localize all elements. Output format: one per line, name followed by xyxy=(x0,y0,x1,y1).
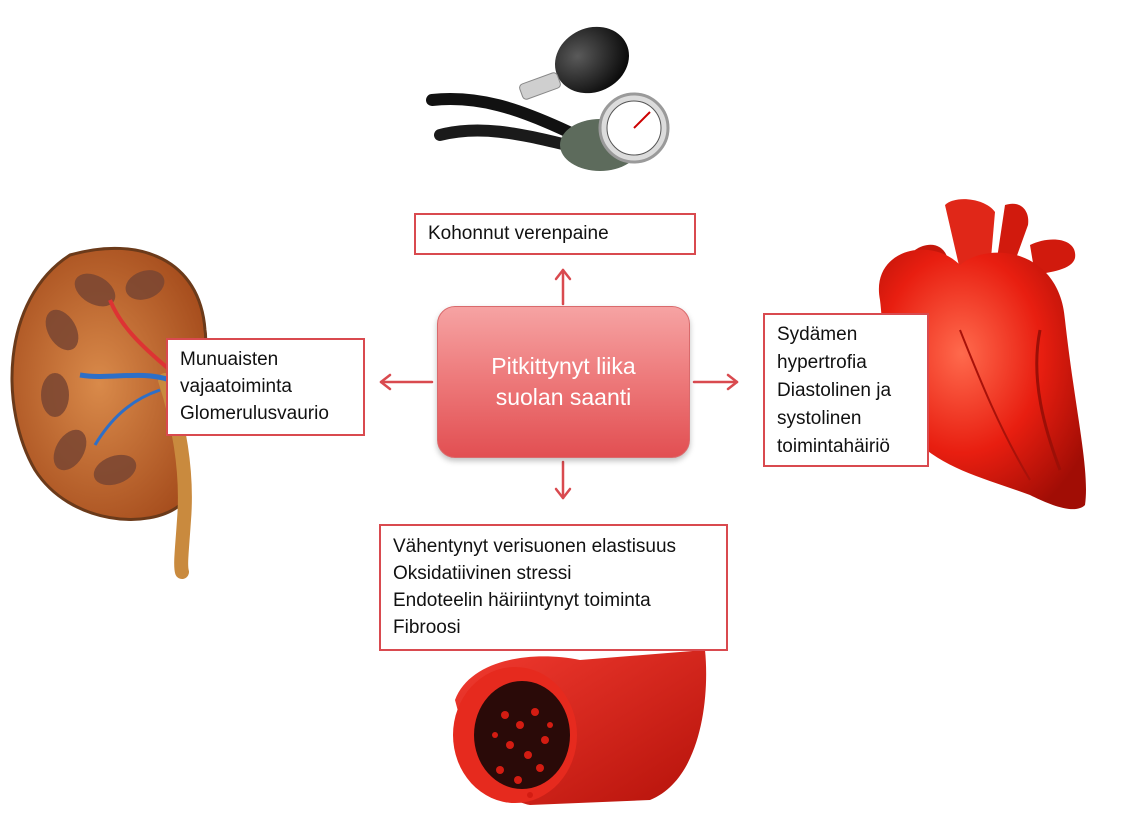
bottom-box-line-3: Endoteelin häiriintynyt toiminta xyxy=(393,590,651,611)
left-box-line-2: vajaatoiminta xyxy=(180,376,292,397)
right-box-line-1: Sydämen xyxy=(777,324,858,345)
heart-image xyxy=(878,199,1086,510)
center-line-1: Pitkittynyt liika xyxy=(491,353,636,379)
right-box-line-5: toimintahäiriö xyxy=(777,436,890,457)
arrow-right xyxy=(692,373,739,391)
top-box: Kohonnut verenpaine xyxy=(414,213,696,255)
arrows xyxy=(379,268,739,500)
top-box-line-1: Kohonnut verenpaine xyxy=(428,223,609,244)
bottom-box-line-2: Oksidatiivinen stressi xyxy=(393,563,572,584)
left-box-line-1: Munuaisten xyxy=(180,349,279,370)
blood-pressure-meter-image xyxy=(426,26,670,171)
center-line-2: suolan saanti xyxy=(495,384,632,410)
arrow-down xyxy=(554,460,572,500)
blood-vessel-image xyxy=(453,650,707,805)
bottom-box-line-4: Fibroosi xyxy=(393,617,461,638)
bottom-box: Vähentynyt verisuonen elastisuus Oksidat… xyxy=(379,524,728,651)
right-box-line-3: Diastolinen ja xyxy=(777,380,892,401)
bottom-box-line-1: Vähentynyt verisuonen elastisuus xyxy=(393,536,677,557)
right-box-line-2: hypertrofia xyxy=(777,352,867,373)
center-node: Pitkittynyt liika suolan saanti xyxy=(437,306,690,458)
right-box: Sydämen hypertrofia Diastolinen ja systo… xyxy=(763,313,929,467)
arrow-up xyxy=(554,268,572,306)
right-box-line-4: systolinen xyxy=(777,408,862,429)
left-box-line-3: Glomerulusvaurio xyxy=(180,403,329,424)
arrow-left xyxy=(379,373,434,391)
left-box: Munuaisten vajaatoiminta Glomerulusvauri… xyxy=(166,338,365,436)
